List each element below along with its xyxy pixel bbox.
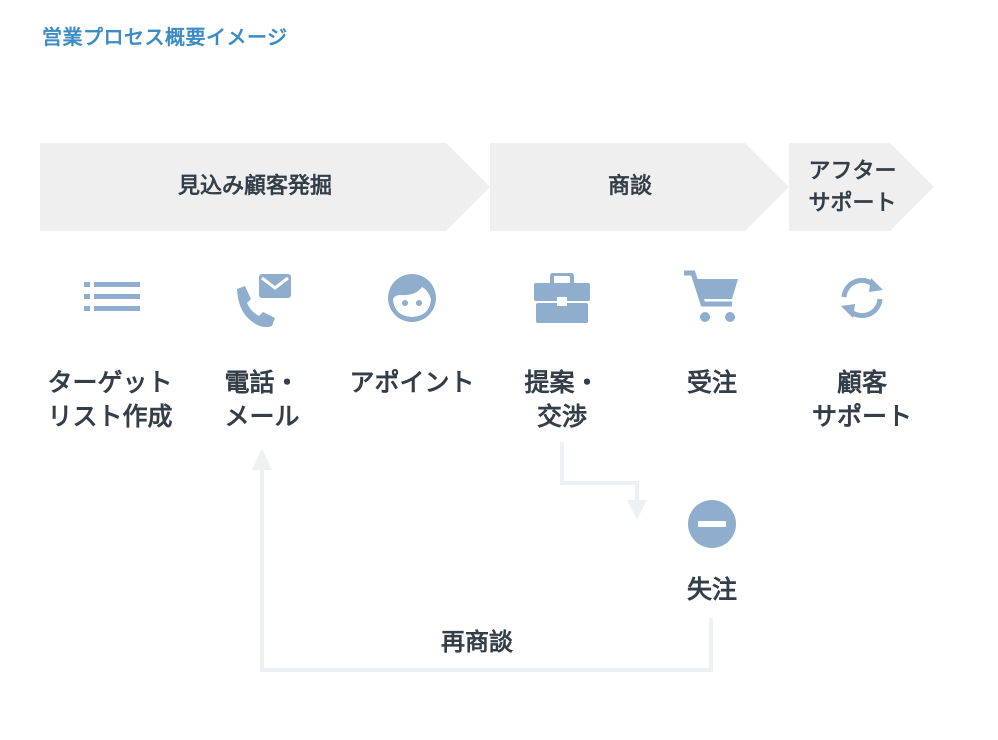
step-label-customer-support: 顧客 サポート (811, 368, 912, 431)
briefcase-icon (534, 273, 590, 323)
minus-circle-icon (688, 500, 736, 548)
phase-label-aftersupport: アフター サポート (808, 159, 897, 216)
re-negotiation-line (260, 470, 713, 672)
cart-icon (684, 270, 738, 322)
diagram-title: 営業プロセス概要イメージ (42, 25, 288, 49)
phase-arrow-negotiation (490, 143, 789, 231)
re-negotiation-arrowhead (252, 448, 272, 470)
phase-label-negotiation: 商談 (607, 174, 652, 199)
step-label-order: 受注 (686, 368, 737, 397)
phase-arrow-aftersupport (789, 143, 934, 231)
lost-deal-label: 失注 (686, 575, 737, 604)
step-label-call-mail: 電話・ メール (224, 368, 300, 431)
face-icon (388, 274, 436, 322)
lost-branch-arrowhead (627, 500, 647, 520)
step-label-proposal: 提案・ 交渉 (524, 368, 600, 431)
step-label-target-list: ターゲット リスト作成 (47, 368, 173, 431)
lost-branch-line (560, 442, 639, 500)
phase-arrow-prospecting (40, 143, 490, 231)
re-negotiation-label: 再商談 (441, 628, 513, 656)
phone-mail-icon (237, 274, 291, 328)
phase-label-prospecting: 見込み顧客発掘 (177, 174, 332, 199)
list-icon (84, 282, 140, 311)
step-label-appointment: アポイント (349, 368, 475, 397)
refresh-icon (841, 277, 883, 319)
